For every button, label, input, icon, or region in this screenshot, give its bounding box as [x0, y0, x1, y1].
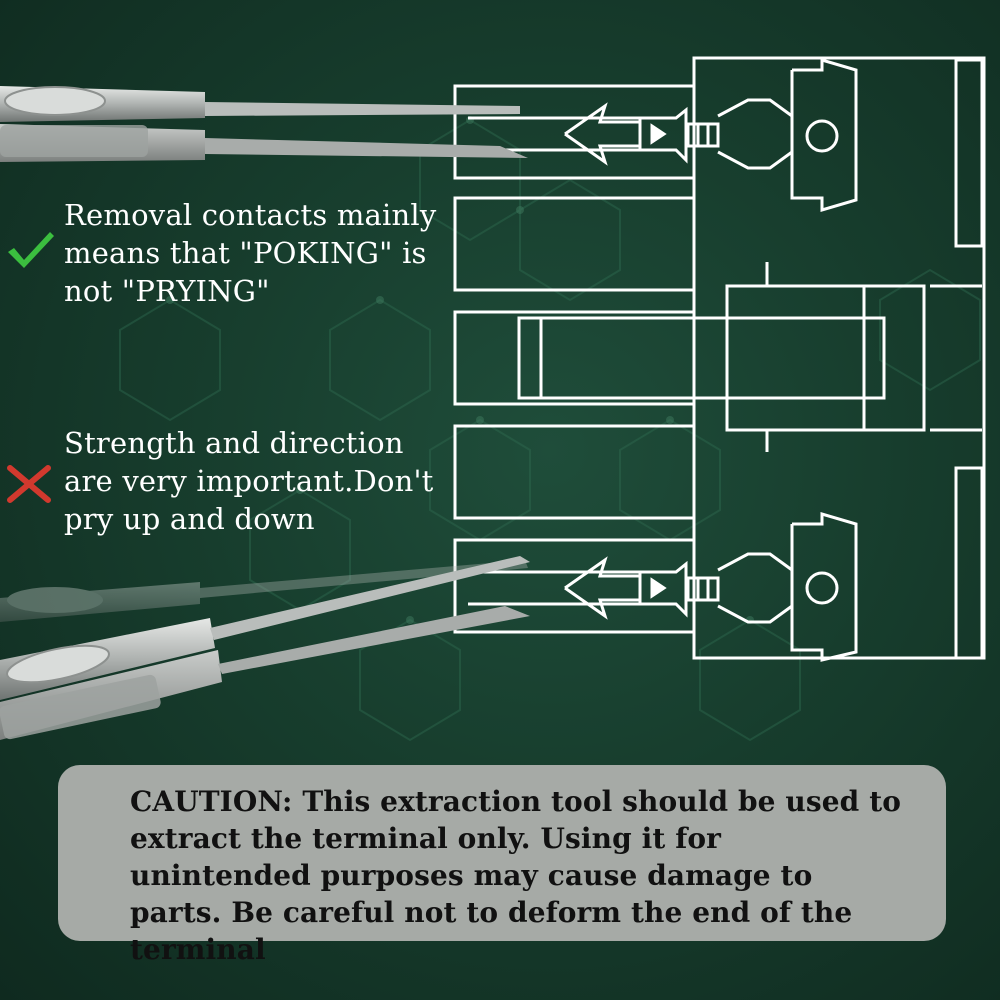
extraction-tool-bottom — [0, 556, 530, 740]
connector-housing-diagram — [453, 56, 986, 660]
terminal-top — [468, 57, 858, 213]
extraction-tool-ghost — [0, 560, 528, 622]
caution-text: CAUTION: This extraction tool should be … — [130, 785, 902, 966]
cross-icon — [7, 465, 51, 503]
caution-panel: CAUTION: This extraction tool should be … — [58, 765, 946, 966]
tip-correct: Removal contacts mainly means that "POKI… — [0, 196, 450, 308]
hexagon-nodes — [166, 116, 754, 624]
tip-wrong: Strength and direction are very importan… — [0, 424, 450, 536]
tip-wrong-text: Strength and direction are very importan… — [64, 426, 434, 536]
check-icon — [8, 232, 54, 268]
terminal-bottom — [468, 511, 858, 662]
tip-correct-text: Removal contacts mainly means that "POKI… — [64, 198, 437, 308]
extraction-tool-top — [0, 86, 528, 162]
